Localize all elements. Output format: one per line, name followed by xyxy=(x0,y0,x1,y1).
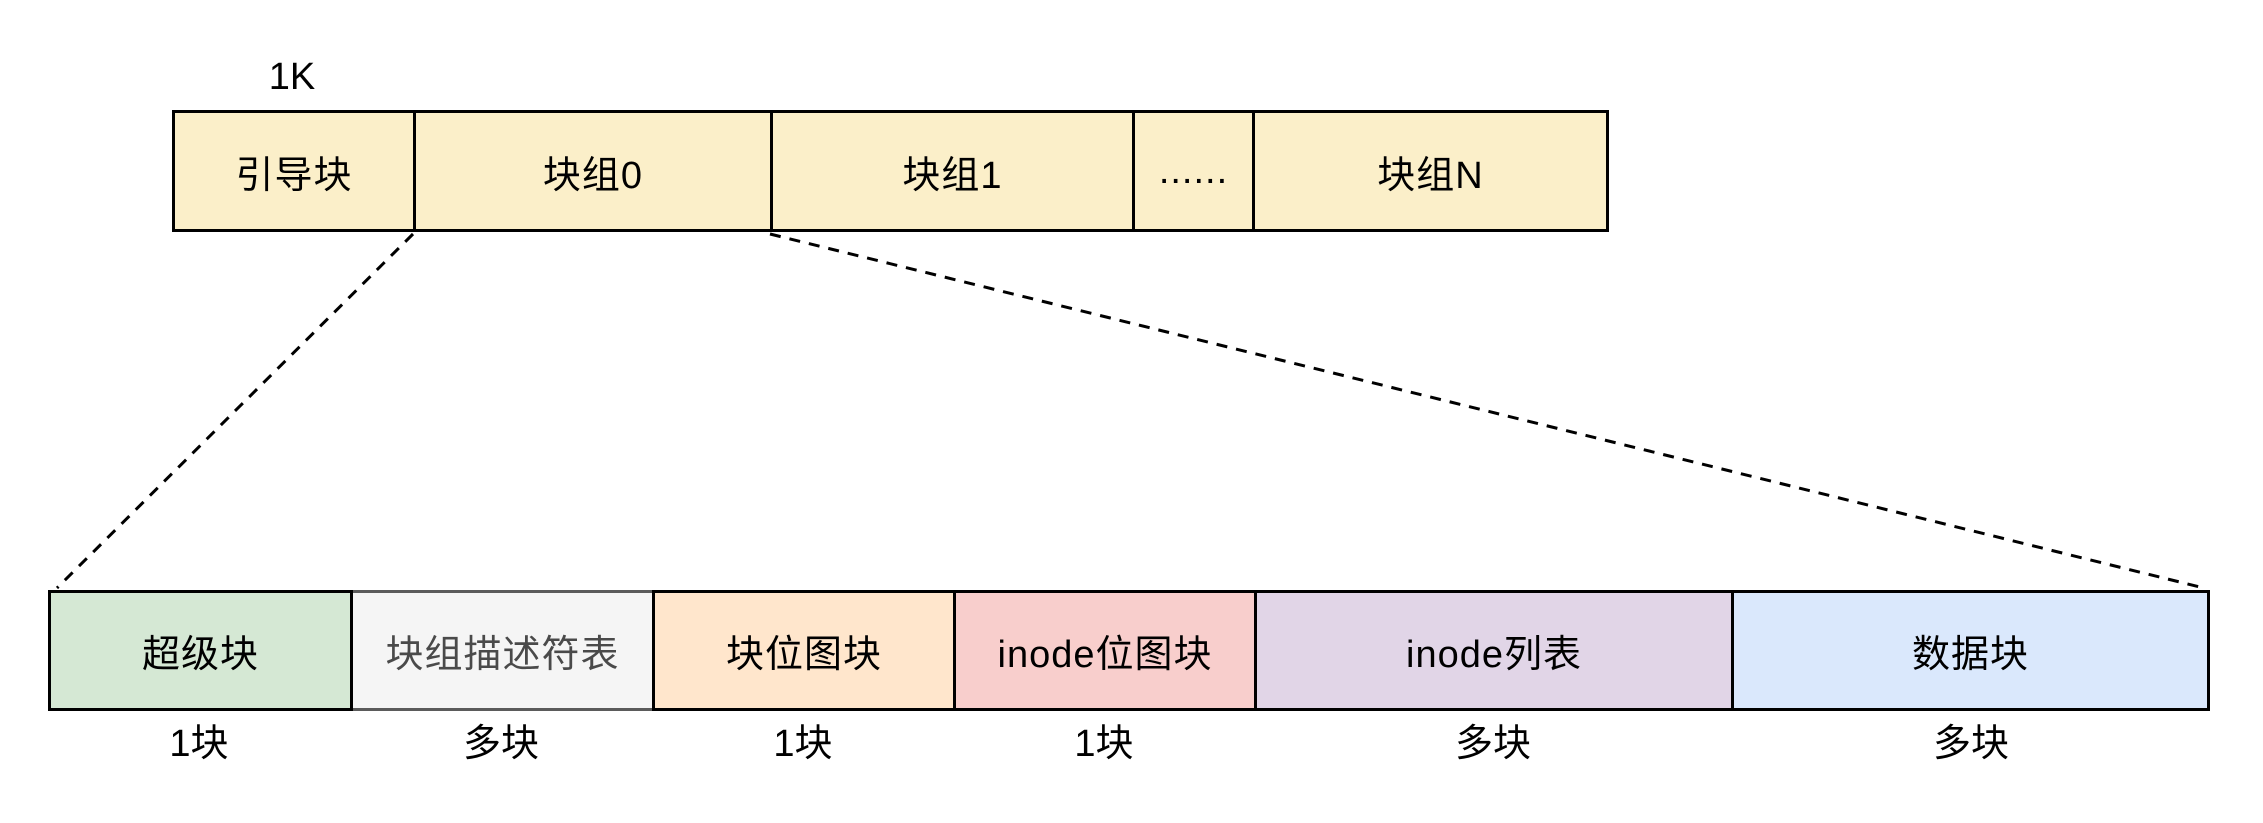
group-cell-label: 数据块 xyxy=(1911,634,2029,676)
disk-cell-label: 块组1 xyxy=(902,154,1003,197)
disk-cell-label: 引导块 xyxy=(235,154,353,197)
count-label-superblock: 1块 xyxy=(169,723,229,765)
group-cell-label: 超级块 xyxy=(141,634,259,676)
expansion-dashed-line-left xyxy=(55,232,415,590)
block-size-label: 1K xyxy=(268,56,316,98)
count-label-inode-table: 多块 xyxy=(1454,723,1531,765)
count-label-descriptor-table: 多块 xyxy=(462,723,539,765)
group-cell-label: inode列表 xyxy=(1406,634,1582,676)
group-cell-label: inode位图块 xyxy=(997,634,1213,676)
group-cell-label: 块位图块 xyxy=(725,634,882,676)
disk-cell-block-group-1: 块组1 xyxy=(770,110,1135,232)
group-cell-label: 块组描述符表 xyxy=(385,634,620,676)
block-group-detail-row: 超级块 块组描述符表 块位图块 inode位图块 inode列表 数据块 xyxy=(48,590,2213,711)
group-cell-superblock: 超级块 xyxy=(48,590,353,711)
disk-cell-label: 块组0 xyxy=(542,154,644,197)
count-label-block-bitmap: 1块 xyxy=(773,723,833,765)
group-cell-block-bitmap: 块位图块 xyxy=(652,590,956,711)
disk-cell-block-group-N: 块组N xyxy=(1252,110,1609,232)
count-label-data-blocks: 多块 xyxy=(1932,723,2009,765)
group-cell-data-blocks: 数据块 xyxy=(1731,590,2210,711)
disk-cell-boot-block: 引导块 xyxy=(172,110,416,232)
disk-cell-label: 块组N xyxy=(1377,154,1484,197)
group-cell-descriptor-table: 块组描述符表 xyxy=(350,590,655,711)
disk-cell-label: ...... xyxy=(1158,149,1229,192)
disk-layout-row: 引导块 块组0 块组1 ...... 块组N xyxy=(172,110,1612,232)
group-cell-inode-bitmap: inode位图块 xyxy=(953,590,1257,711)
expansion-dashed-line-right xyxy=(769,232,2205,590)
disk-cell-ellipsis: ...... xyxy=(1132,110,1255,232)
count-label-inode-bitmap: 1块 xyxy=(1074,723,1134,765)
group-cell-inode-table: inode列表 xyxy=(1254,590,1734,711)
disk-cell-block-group-0: 块组0 xyxy=(413,110,773,232)
